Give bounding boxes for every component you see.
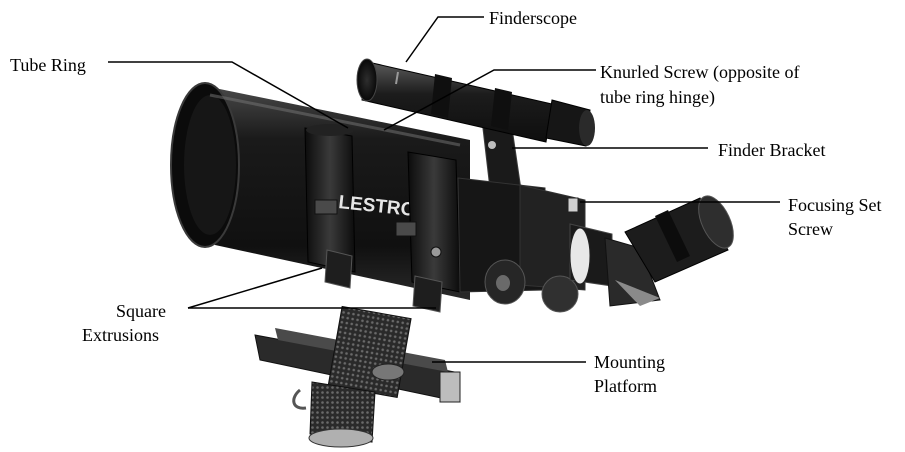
clamp-block	[327, 305, 412, 399]
focusing-set-screw	[567, 197, 579, 213]
label-focusing-set-screw-line1: Focusing Set	[788, 195, 882, 215]
star-diagonal	[604, 237, 661, 307]
label-square-extrusions-line1: Square	[116, 301, 166, 321]
finderscope-body	[356, 58, 595, 147]
drawtube-ring	[569, 227, 591, 285]
leader-knurled-screw	[383, 69, 596, 131]
bracket-screw	[488, 141, 496, 149]
label-knurled-screw-line1: Knurled Screw (opposite of	[600, 62, 800, 82]
focuser-assembly	[457, 177, 734, 313]
label-tube-ring: Tube Ring	[10, 55, 86, 75]
leader-lines	[108, 16, 780, 363]
mounting-platform	[254, 305, 461, 448]
ring-hinge-rear	[395, 221, 417, 237]
tube-ring-front	[304, 124, 356, 273]
tube-ring-rear	[395, 151, 461, 293]
leader-finderscope	[405, 16, 484, 63]
ring-clamp-screw	[430, 246, 442, 258]
focus-knob-right	[541, 275, 579, 313]
leader-square-extrusion-1	[187, 267, 323, 309]
label-knurled-screw-line2: tube ring hinge)	[600, 87, 715, 107]
label-finder-bracket: Finder Bracket	[718, 140, 826, 160]
label-mounting-platform-line2: Platform	[594, 376, 657, 396]
label-focusing-set-screw-line2: Screw	[788, 219, 833, 239]
label-square-extrusions-line2: Extrusions	[82, 325, 160, 345]
label-finderscope: Finderscope	[489, 8, 577, 28]
ring-hinge-front	[314, 199, 338, 215]
platform-end-stop	[439, 371, 461, 403]
square-extrusions	[324, 249, 443, 313]
leader-tube-ring	[108, 61, 349, 129]
label-mounting-platform-line1: Mounting	[594, 352, 666, 372]
